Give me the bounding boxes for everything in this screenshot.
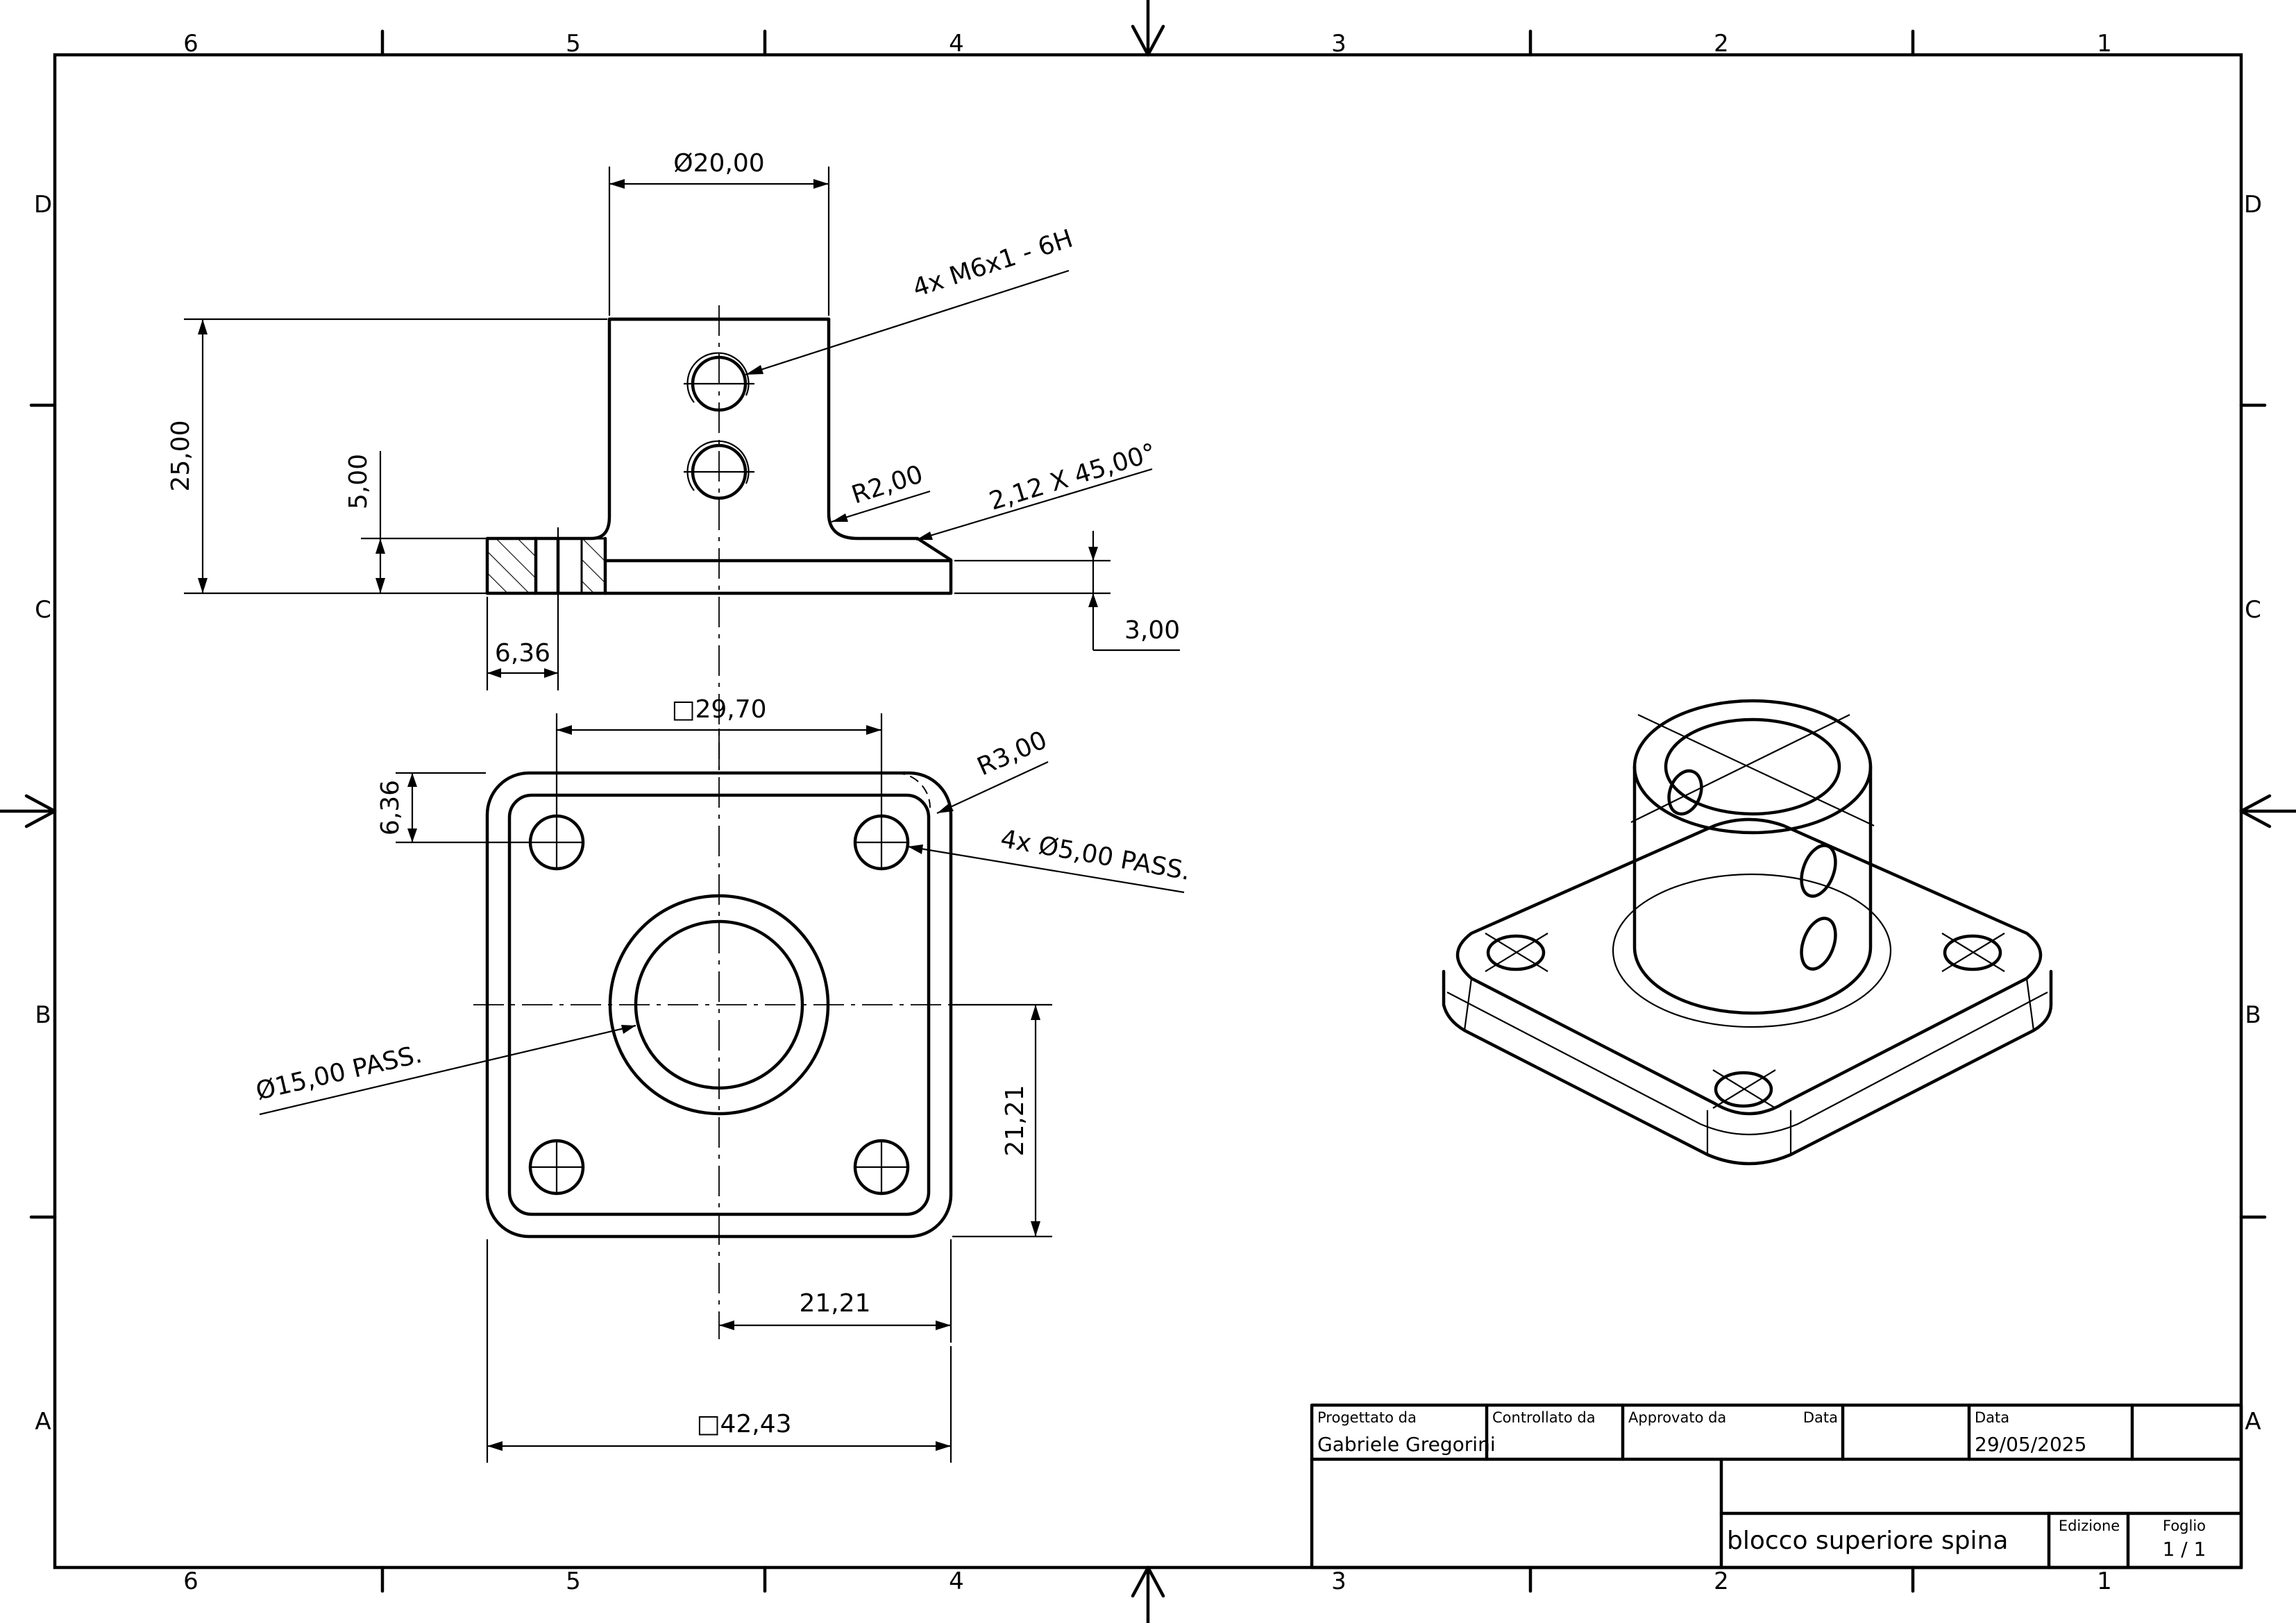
- dim-height-flange: 5,00: [344, 451, 486, 593]
- top-view: □29,70 6,36 R3,00 4x Ø5,00 PASS. Ø15,00 …: [253, 695, 1192, 1463]
- iso-holes: [1485, 933, 2005, 1109]
- zone-row-D-right: D: [2244, 191, 2262, 219]
- dim-flange-thk: 3,00: [954, 531, 1180, 652]
- zone-ticks: [29, 29, 2267, 1593]
- callout-bore: Ø15,00 PASS.: [253, 1024, 636, 1116]
- callout-chamfer: 2,12 X 45,00°: [915, 439, 1160, 541]
- tb-designed-label: Progettato da: [1317, 1409, 1417, 1426]
- dim-height-total-text: 25,00: [167, 420, 195, 491]
- zone-col-3-bottom: 3: [1331, 1567, 1347, 1595]
- callout-fillet: R2,00: [831, 460, 931, 523]
- zone-col-6-bottom: 6: [183, 1567, 199, 1595]
- zone-col-4: 4: [949, 30, 964, 58]
- dim-height-total: 25,00: [167, 318, 607, 595]
- tb-edition-label: Edizione: [2059, 1518, 2120, 1534]
- front-view: Ø20,00 25,00 5,00 6,36: [167, 149, 1180, 770]
- callout-thread: 4x M6x1 - 6H: [745, 224, 1077, 376]
- zone-col-6: 6: [183, 30, 199, 58]
- zone-col-1-bottom: 1: [2097, 1567, 2112, 1595]
- tb-designed-value: Gabriele Gregorini: [1317, 1433, 1496, 1456]
- dim-flange-thk-text: 3,00: [1124, 616, 1180, 645]
- tb-date-label-2: Data: [1975, 1409, 2009, 1426]
- dim-outer-square: □42,43: [486, 1239, 952, 1463]
- tb-date-label-1: Data: [1803, 1409, 1838, 1426]
- callout-corner-radius: R3,00: [936, 726, 1052, 814]
- dim-half-width-text: 21,21: [799, 1289, 870, 1318]
- zone-col-4-bottom: 4: [949, 1567, 964, 1595]
- dim-edge-offset-text: 6,36: [376, 780, 405, 835]
- zone-col-1: 1: [2097, 30, 2112, 58]
- tb-date-value: 29/05/2025: [1975, 1433, 2086, 1456]
- tb-checked-label: Controllato da: [1492, 1409, 1596, 1426]
- dim-dia-top: Ø20,00: [608, 149, 830, 316]
- dim-half-height-text: 21,21: [1001, 1085, 1029, 1156]
- zone-col-5-bottom: 5: [566, 1567, 581, 1595]
- zone-row-A-right: A: [2245, 1408, 2261, 1436]
- zone-col-5: 5: [566, 30, 581, 58]
- zone-col-2-bottom: 2: [1714, 1567, 1729, 1595]
- tb-sheet-label: Foglio: [2163, 1518, 2206, 1534]
- section-hatch-left: [486, 537, 537, 595]
- callout-chamfer-text: 2,12 X 45,00°: [986, 439, 1160, 516]
- zone-row-D: D: [34, 191, 52, 219]
- tb-sheet-value: 1 / 1: [2163, 1538, 2206, 1561]
- callout-thread-text: 4x M6x1 - 6H: [909, 224, 1077, 303]
- dim-inner-square: □29,70: [555, 695, 883, 816]
- zone-labels: 6 5 4 3 2 1 6 5 4 3 2 1 D C B A D C B A: [34, 30, 2262, 1595]
- dim-offset-hole-text: 6,36: [495, 639, 550, 668]
- zone-col-3: 3: [1331, 30, 1347, 58]
- zone-col-2: 2: [1714, 30, 1729, 58]
- dim-inner-square-text: □29,70: [671, 695, 766, 724]
- callout-mount-holes-text: 4x Ø5,00 PASS.: [998, 824, 1192, 885]
- dim-dia-top-text: Ø20,00: [673, 149, 764, 178]
- dim-edge-offset: 6,36: [376, 772, 530, 844]
- dim-offset-hole: 6,36: [486, 527, 559, 690]
- callout-fillet-text: R2,00: [848, 460, 927, 509]
- isometric-view: [1442, 699, 2053, 1166]
- dim-half-width: 21,21: [719, 1239, 952, 1343]
- zone-row-B: B: [35, 1001, 51, 1029]
- section-hatch-right: [580, 537, 607, 595]
- zone-row-B-right: B: [2245, 1001, 2261, 1029]
- title-block: Progettato da Gabriele Gregorini Control…: [1310, 1403, 2243, 1570]
- dim-outer-square-text: □42,43: [696, 1410, 791, 1438]
- callout-corner-radius-text: R3,00: [973, 726, 1052, 781]
- dim-half-height: 21,21: [952, 1003, 1052, 1238]
- zone-row-C: C: [35, 596, 51, 624]
- zone-row-C-right: C: [2245, 596, 2261, 624]
- tb-title: blocco superiore spina: [1727, 1527, 2008, 1555]
- dim-height-flange-text: 5,00: [344, 454, 373, 509]
- tb-approved-label: Approvato da: [1628, 1409, 1726, 1426]
- zone-row-A: A: [35, 1408, 51, 1436]
